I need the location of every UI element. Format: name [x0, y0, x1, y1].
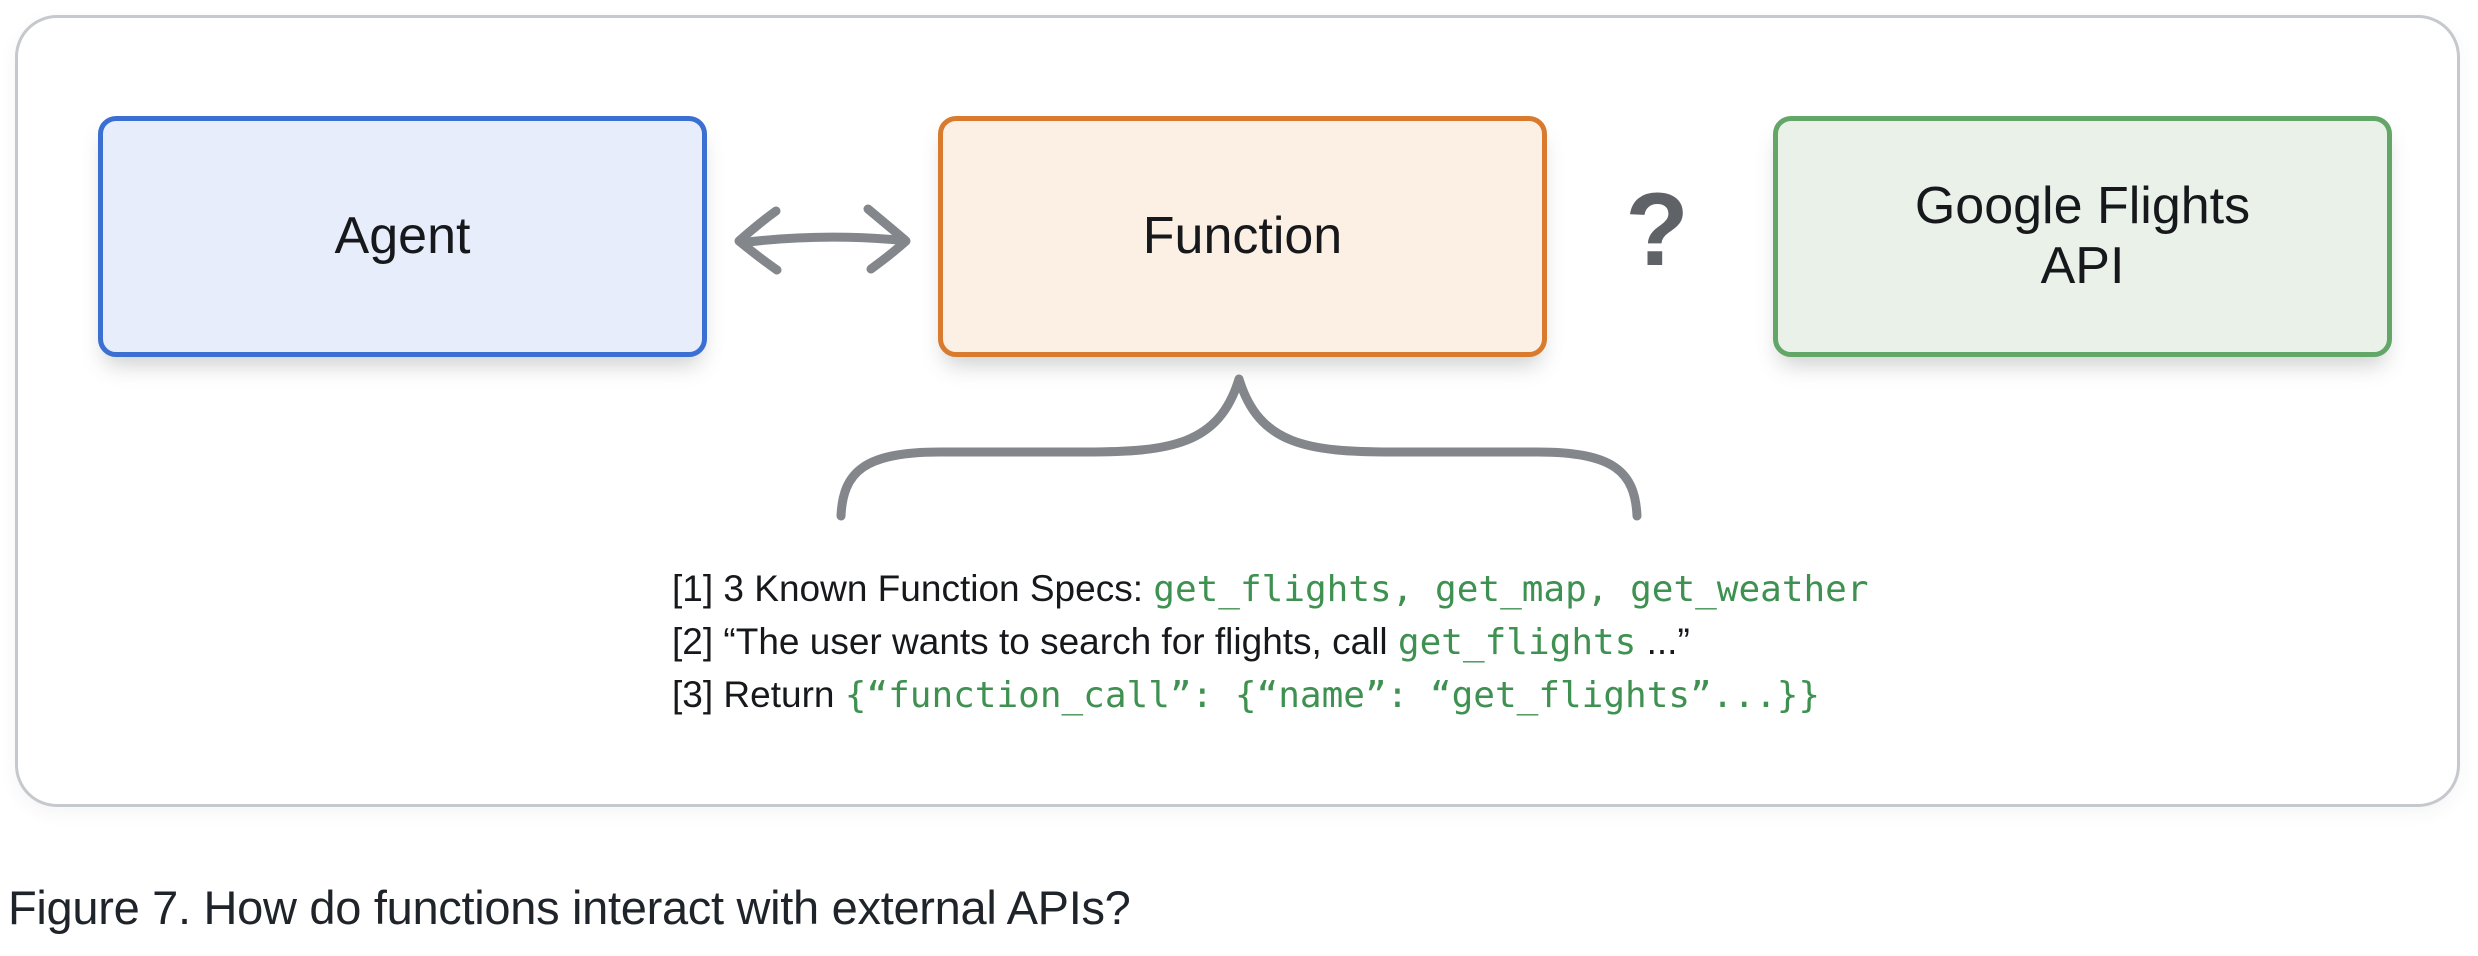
annotation-line-1: [1] 3 Known Function Specs: get_flights,…: [672, 563, 1869, 616]
annotation-2-suffix: ...”: [1636, 621, 1690, 662]
agent-node-label: Agent: [334, 206, 471, 265]
annotation-block: [1] 3 Known Function Specs: get_flights,…: [672, 563, 1869, 722]
agent-node: Agent: [98, 116, 707, 357]
annotation-line-2: [2] “The user wants to search for flight…: [672, 616, 1869, 669]
annotation-3-text: [3] Return: [672, 674, 845, 715]
question-mark: ?: [1625, 172, 1689, 288]
google-flights-api-node: Google Flights API: [1773, 116, 2392, 357]
google-flights-api-label-line2: API: [2040, 236, 2125, 295]
annotation-line-3: [3] Return {“function_call”: {“name”: “g…: [672, 669, 1869, 722]
figure-caption: Figure 7. How do functions interact with…: [8, 881, 1131, 934]
function-node-label: Function: [1142, 206, 1343, 265]
annotation-1-code: get_flights, get_map, get_weather: [1153, 569, 1869, 610]
annotation-2-code: get_flights: [1397, 622, 1637, 663]
annotation-3-code: {“function_call”: {“name”: “get_flights”…: [844, 675, 1821, 716]
annotation-1-text: [1] 3 Known Function Specs:: [672, 568, 1154, 609]
function-node: Function: [938, 116, 1547, 357]
google-flights-api-label-line1: Google Flights: [1914, 176, 2251, 235]
annotation-2-text: [2] “The user wants to search for flight…: [672, 621, 1398, 662]
